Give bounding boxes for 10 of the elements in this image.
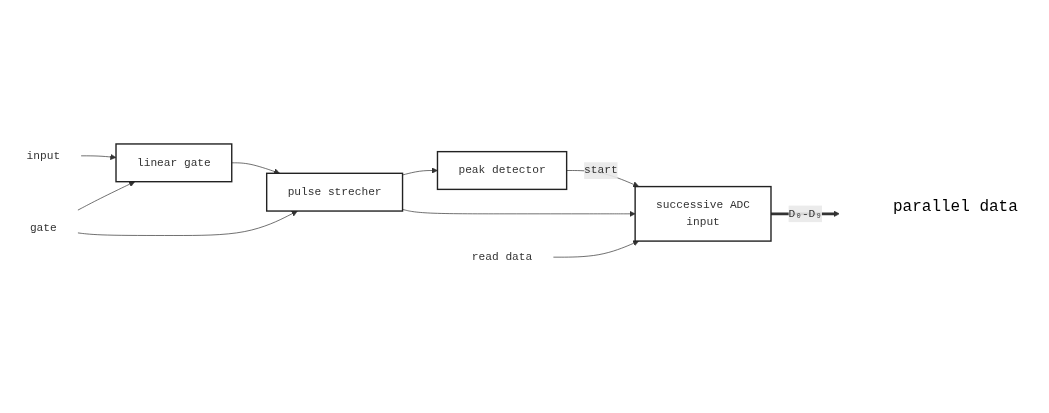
- edge-label: D₀-D₉: [788, 207, 823, 221]
- node-box: linear gate: [115, 143, 233, 183]
- node-box: peak detector: [436, 150, 568, 191]
- node-text: read data: [471, 250, 533, 264]
- node-box: successive ADC input: [634, 185, 772, 242]
- node-text: gate: [29, 222, 57, 235]
- edge-label: start: [584, 164, 618, 177]
- node-text: input: [26, 149, 61, 163]
- node-box: pulse strecher: [266, 172, 404, 212]
- note-label: parallel data: [893, 197, 1019, 216]
